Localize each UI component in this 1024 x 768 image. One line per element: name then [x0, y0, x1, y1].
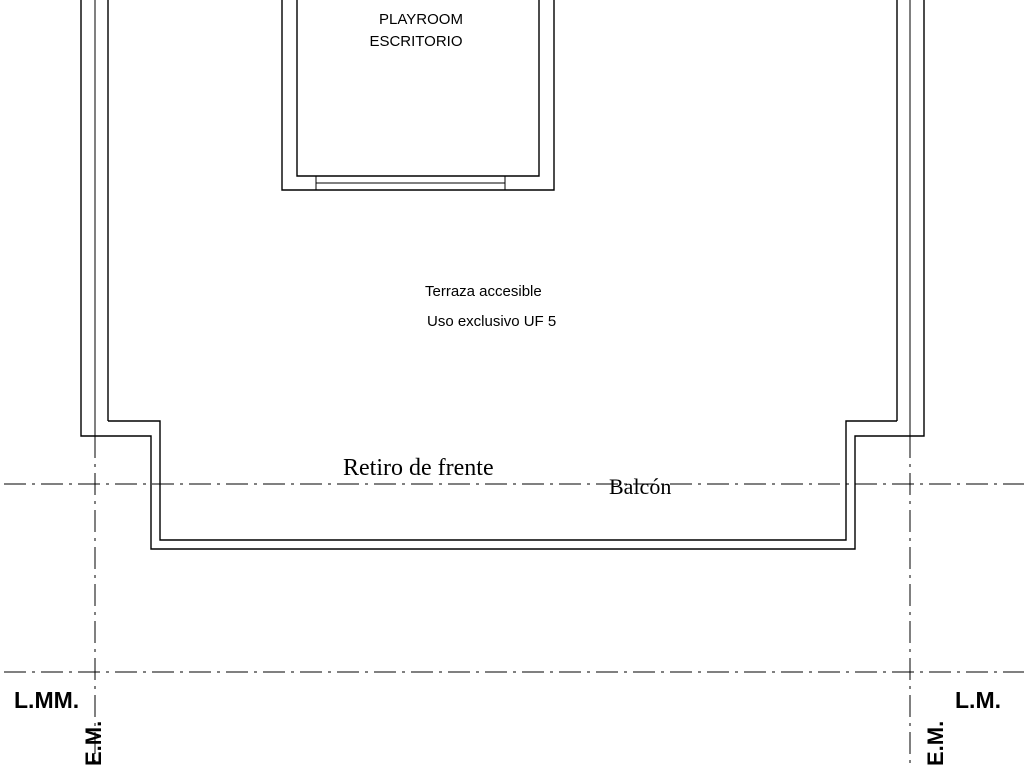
terrace-label-line2: Uso exclusivo UF 5: [427, 313, 556, 330]
reference-axes: [4, 436, 1024, 768]
balcony-outer-edge: [108, 435, 897, 550]
playroom-outer-wall: [281, 0, 555, 191]
playroom-label-line1: PLAYROOM: [379, 11, 463, 28]
exterior-walls: [80, 0, 925, 437]
balcony-outline: [108, 420, 897, 550]
balcony-label: Balcón: [609, 474, 671, 499]
left-axis-label: E.M.: [81, 721, 106, 766]
balcony-inner-edge: [108, 420, 897, 541]
front-setback-label: Retiro de frente: [343, 455, 494, 481]
playroom-label-line2: ESCRITORIO: [369, 33, 462, 50]
right-property-line-label: L.M.: [955, 687, 1001, 713]
terrace-label-line1: Terraza accesible: [425, 283, 542, 300]
right-axis-label: E.M.: [923, 721, 948, 766]
playroom-enclosure: [281, 0, 555, 191]
left-wall-outer: [80, 0, 108, 437]
left-property-line-label: L.MM.: [14, 687, 79, 713]
right-wall-outer: [897, 0, 925, 437]
